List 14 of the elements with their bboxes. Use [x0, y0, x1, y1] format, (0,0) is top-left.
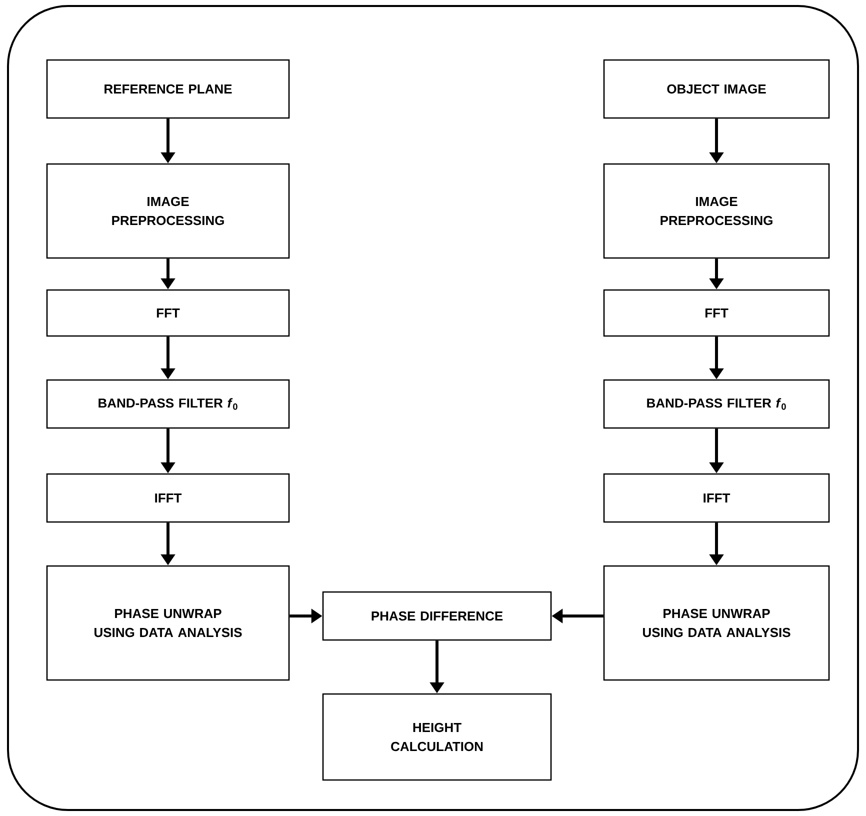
process-box: BAND-PASS FILTER f$_{0}$ [46, 379, 290, 429]
process-box: FFT [46, 289, 290, 337]
process-box: IMAGE PREPROCESSING [603, 163, 830, 259]
process-box: PHASE DIFFERENCE [322, 591, 552, 641]
process-box: REFERENCE PLANE [46, 59, 290, 119]
process-box: PHASE UNWRAP USING DATA ANALYSIS [46, 565, 290, 681]
process-box: HEIGHT CALCULATION [322, 693, 552, 781]
process-box: PHASE UNWRAP USING DATA ANALYSIS [603, 565, 830, 681]
process-box: OBJECT IMAGE [603, 59, 830, 119]
process-box: IMAGE PREPROCESSING [46, 163, 290, 259]
process-box: IFFT [603, 473, 830, 523]
process-box: IFFT [46, 473, 290, 523]
process-box: FFT [603, 289, 830, 337]
process-box: BAND-PASS FILTER f$_{0}$ [603, 379, 830, 429]
